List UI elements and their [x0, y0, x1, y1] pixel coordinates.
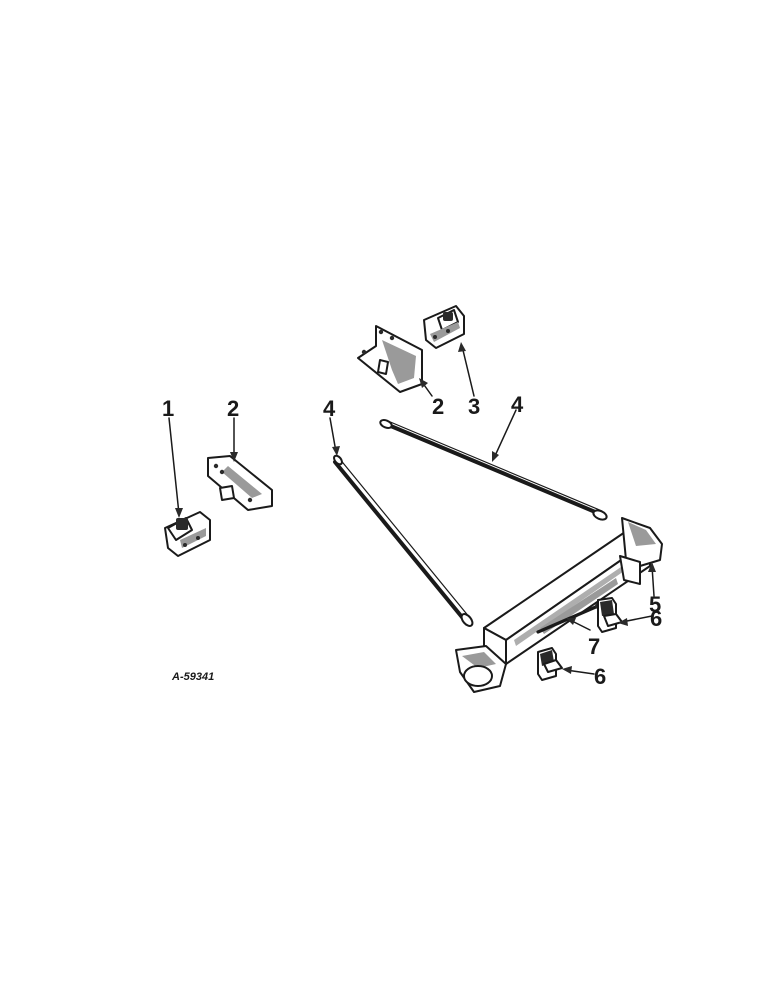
callout-5: 5 [649, 592, 661, 617]
part-4-brace-rod-right [379, 419, 608, 521]
part-2-angle-bracket-right [357, 325, 423, 393]
drawing-id-label: A-59341 [171, 671, 214, 683]
callout-4-right: 4 [511, 392, 524, 417]
part-2-angle-bracket-left [207, 455, 273, 511]
callout-2-left: 2 [227, 396, 239, 421]
callout-4-left: 4 [323, 396, 336, 421]
callout-3: 3 [468, 394, 480, 419]
leader-lines [168, 342, 656, 675]
part-1-clip-bracket [164, 511, 211, 557]
callout-2-right: 2 [432, 394, 444, 419]
callout-7: 7 [588, 634, 600, 659]
part-6-clamp-block-lower [537, 647, 563, 681]
part-4-brace-rod-left [333, 454, 474, 627]
part-5-main-frame-channel [455, 517, 663, 693]
part-3-clip-bracket [423, 305, 465, 349]
callout-6-upper: 6 [650, 606, 662, 631]
part-6-clamp-block-upper [597, 597, 623, 633]
callout-6-lower: 6 [594, 664, 606, 689]
callout-1: 1 [162, 396, 174, 421]
